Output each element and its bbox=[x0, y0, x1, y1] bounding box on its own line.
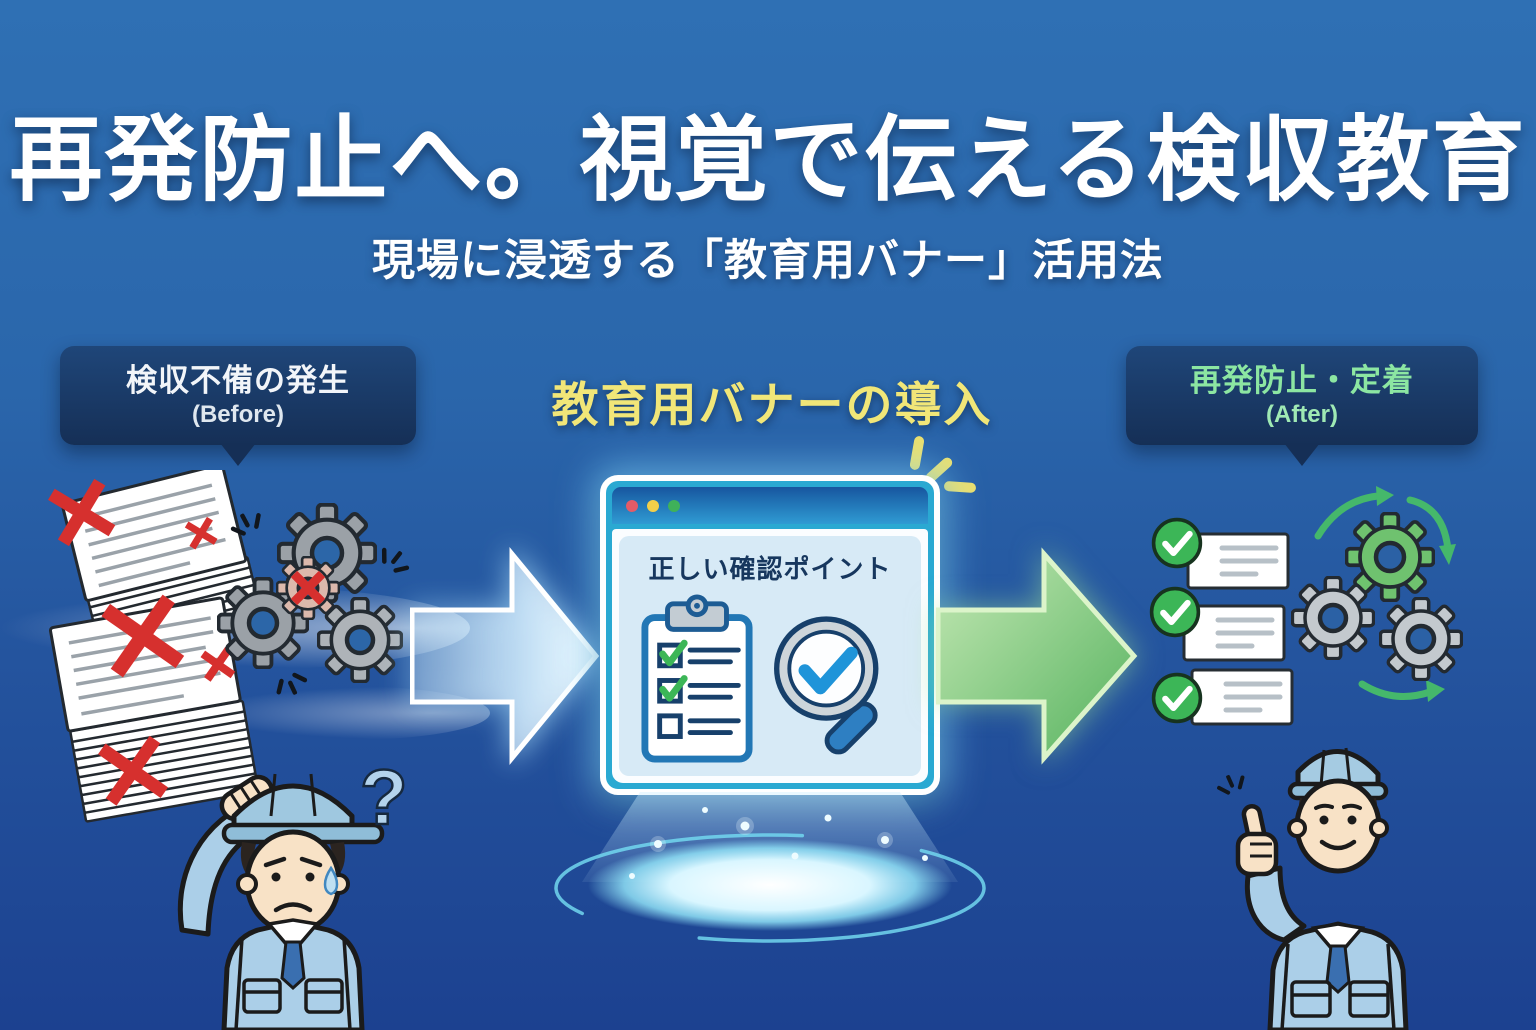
before-illustration bbox=[47, 470, 460, 823]
traffic-dot-green-icon bbox=[668, 499, 680, 512]
page-title: 再発防止へ。視覚で伝える検収教育 bbox=[9, 108, 1527, 212]
after-tag: (After) bbox=[1266, 401, 1338, 428]
question-mark: ? bbox=[360, 753, 408, 841]
stage-label-before: 検収不備の発生 (Before) bbox=[60, 346, 416, 466]
helmet-icon bbox=[231, 783, 355, 832]
sweat-drop-icon bbox=[323, 865, 339, 896]
tie bbox=[280, 940, 306, 991]
page-subtitle: 現場に浸透する「教育用バナー」活用法 bbox=[372, 237, 1164, 285]
tie bbox=[1325, 944, 1351, 995]
error-x-icon bbox=[101, 594, 185, 678]
browser-content: 正しい確認ポイント bbox=[612, 529, 928, 783]
arrow-right-intro-to-after bbox=[936, 547, 1138, 765]
document-stack-icon bbox=[48, 594, 260, 823]
impact-spark-icon bbox=[379, 544, 412, 574]
check-circle-icon bbox=[1152, 589, 1199, 636]
worker-confused-illustration: ? bbox=[177, 752, 409, 1030]
cap-icon bbox=[1295, 749, 1381, 791]
arm bbox=[1244, 865, 1307, 943]
after-gears-illustration bbox=[1291, 486, 1463, 702]
banner-heading: 正しい確認ポイント bbox=[648, 554, 892, 584]
traffic-dot-yellow-icon bbox=[647, 499, 659, 512]
clipboard-checklist-icon bbox=[641, 594, 753, 763]
impact-spark-icon bbox=[275, 672, 308, 699]
thumbs-up-icon bbox=[1235, 803, 1279, 877]
error-x-icon bbox=[98, 735, 169, 806]
error-x-icon bbox=[200, 647, 236, 682]
before-tag: (Before) bbox=[191, 401, 284, 428]
after-label: 再発防止・定着 bbox=[1190, 363, 1414, 398]
error-x-icon bbox=[184, 516, 218, 550]
hologram-platform bbox=[554, 792, 986, 943]
bubble-tail bbox=[220, 443, 256, 466]
ring-arc bbox=[554, 833, 986, 943]
before-label: 検収不備の発生 bbox=[126, 363, 350, 398]
worker-thumbsup-illustration bbox=[1214, 747, 1409, 1030]
banner-panel: 正しい確認ポイント bbox=[619, 536, 921, 776]
sparkle-icon bbox=[909, 436, 976, 493]
glow-pool bbox=[588, 839, 952, 931]
error-x-icon bbox=[47, 478, 116, 547]
check-circle-icon bbox=[1154, 520, 1201, 567]
traffic-dot-red-icon bbox=[626, 499, 638, 512]
sparkle-dots bbox=[629, 807, 928, 879]
magnifier-check-icon bbox=[774, 616, 879, 755]
impact-spark-icon bbox=[1214, 769, 1248, 798]
browser-window: 正しい確認ポイント bbox=[600, 475, 940, 795]
cycle-arrow-icon bbox=[1314, 492, 1452, 700]
browser-titlebar bbox=[612, 487, 928, 524]
bubble-tail bbox=[1284, 443, 1320, 466]
stage-label-after: 再発防止・定着 (After) bbox=[1126, 346, 1478, 466]
error-x-icon bbox=[290, 570, 326, 606]
check-circle-icon bbox=[1154, 675, 1201, 722]
after-checklist-illustration bbox=[1138, 512, 1294, 726]
